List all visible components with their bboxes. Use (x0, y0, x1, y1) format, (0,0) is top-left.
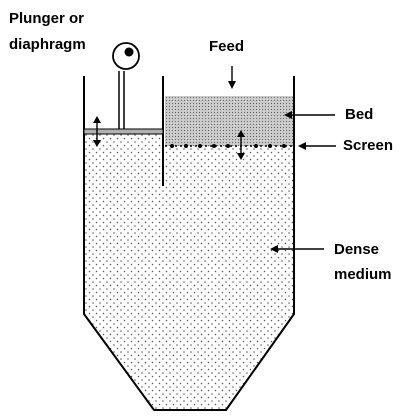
feed-arrow-icon (228, 66, 236, 89)
dense-medium-pointer-arrow-icon (270, 245, 324, 253)
plunger-label-line1: Plunger or (9, 10, 84, 27)
vessel-outline (83, 76, 295, 411)
plunger-plate (83, 128, 164, 135)
dense-medium-label-line2: medium (334, 266, 392, 283)
dense-medium-region (84, 133, 294, 410)
plunger-pulsation-arrow-icon (93, 116, 101, 147)
screen-pointer-arrow-icon (298, 142, 336, 150)
screen-beads (170, 144, 286, 148)
bed-pointer-arrow-icon (284, 111, 335, 119)
bed-pulsation-arrow-icon (237, 130, 245, 160)
bed-label: Bed (345, 106, 373, 123)
eccentric-wheel (112, 42, 140, 70)
plunger-label-line2: diaphragm (9, 36, 86, 53)
bed-layer (165, 96, 294, 146)
eccentric-pin (124, 47, 134, 57)
screen-label: Screen (343, 137, 393, 154)
dense-medium-label-line1: Dense (334, 241, 379, 258)
feed-label: Feed (209, 38, 244, 55)
